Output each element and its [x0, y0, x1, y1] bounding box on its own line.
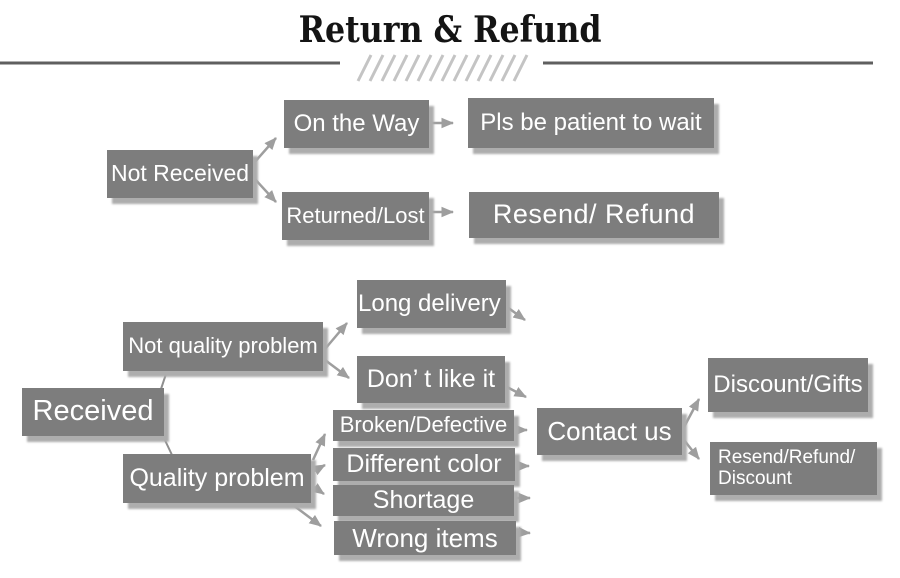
- arrow-quality-to-different-color: [312, 463, 326, 476]
- node-resend-refund-discount-line2: Discount: [718, 467, 792, 489]
- arrow-contact-us-to-discount-gifts: [682, 398, 701, 428]
- node-contact-us: Contact us: [537, 408, 682, 455]
- arrow-wrong-items-to-contact-us: [515, 526, 531, 538]
- node-wrong-items: Wrong items: [334, 521, 516, 555]
- arrow-not-quality-to-long-delivery: [324, 322, 348, 350]
- node-not-received: Not Received: [107, 150, 253, 198]
- arrow-quality-to-wrong-items: [292, 504, 322, 527]
- arrow-long-delivery-out: [506, 305, 526, 322]
- node-long-delivery: Long delivery: [357, 280, 506, 328]
- node-pls-be-patient: Pls be patient to wait: [468, 98, 714, 148]
- connector-received-to-quality-problem: [162, 435, 173, 456]
- connector-received-to-not-quality-problem: [160, 370, 168, 390]
- node-quality-problem: Quality problem: [123, 454, 311, 503]
- node-returned-lost: Returned/Lost: [282, 192, 429, 240]
- arrow-contact-us-to-resend-refund-discount: [683, 439, 700, 460]
- node-resend-refund: Resend/ Refund: [469, 192, 719, 238]
- node-different-color: Different color: [333, 448, 515, 481]
- node-received: Received: [22, 388, 164, 436]
- arrow-not-received-to-returned-lost: [252, 176, 277, 203]
- arrow-quality-to-broken-defective: [311, 433, 327, 461]
- node-not-quality-problem: Not quality problem: [123, 322, 323, 371]
- node-dont-like-it: Don’ t like it: [357, 356, 505, 403]
- arrow-not-quality-to-dont-like-it: [324, 359, 350, 379]
- arrow-dont-like-it-to-contact-us: [506, 385, 527, 399]
- page-title-text: Return & Refund: [298, 9, 602, 51]
- node-shortage: Shortage: [333, 485, 514, 516]
- node-discount-gifts: Discount/Gifts: [708, 358, 868, 412]
- page-title: Return & Refund: [0, 9, 900, 51]
- node-broken-defective: Broken/Defective: [333, 410, 514, 441]
- title-hatch: [356, 54, 529, 82]
- node-resend-refund-discount: Resend/Refund/ Discount: [710, 442, 877, 495]
- node-resend-refund-discount-line1: Resend/Refund/: [718, 446, 856, 468]
- arrow-quality-to-shortage: [311, 483, 325, 496]
- arrow-not-received-to-on-the-way: [252, 137, 277, 165]
- node-on-the-way: On the Way: [284, 100, 429, 148]
